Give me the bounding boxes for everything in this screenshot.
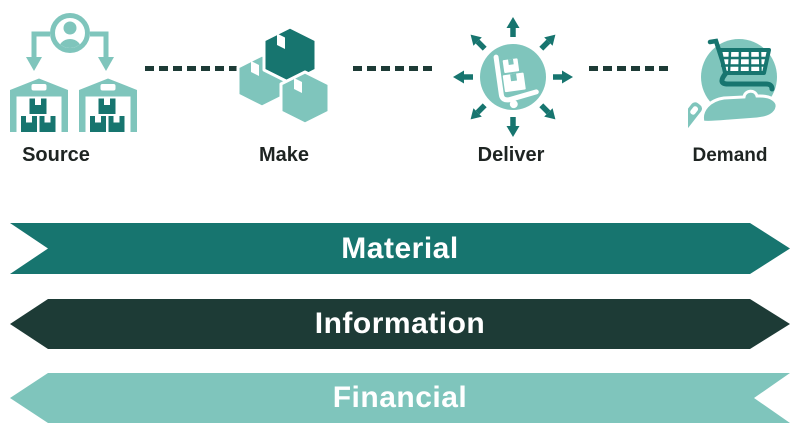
warehouse-icon [10, 78, 68, 132]
flow-banner-label: Material [341, 231, 459, 265]
dashed-connector [353, 66, 432, 71]
dashed-connector [145, 66, 238, 71]
warehouse-icon [79, 78, 137, 132]
source-icon [10, 13, 137, 132]
flow-banner-financial: Financial [10, 373, 790, 423]
flow-banner-information: Information [10, 299, 790, 349]
split-arrows-icon [26, 31, 114, 71]
dashed-connector [589, 66, 668, 71]
stage-label-deliver: Deliver [477, 144, 545, 166]
shopping-cart-icon [707, 38, 775, 92]
person-circle-icon [50, 13, 90, 53]
stage-label-demand: Demand [692, 145, 768, 166]
stage-label-make: Make [258, 144, 310, 166]
deliver-icon [453, 17, 573, 137]
make-icon [236, 25, 331, 126]
demand-icon [688, 38, 779, 134]
flow-banner-label: Financial [332, 381, 468, 414]
flow-banner-material: Material [10, 223, 790, 274]
hand-truck-icon [493, 54, 539, 109]
flow-banner-label: Information [314, 307, 486, 340]
boxes-icon [236, 25, 331, 126]
open-hand-icon [688, 89, 779, 134]
radiating-arrows-icon [453, 17, 573, 137]
stage-label-source: Source [22, 144, 90, 166]
